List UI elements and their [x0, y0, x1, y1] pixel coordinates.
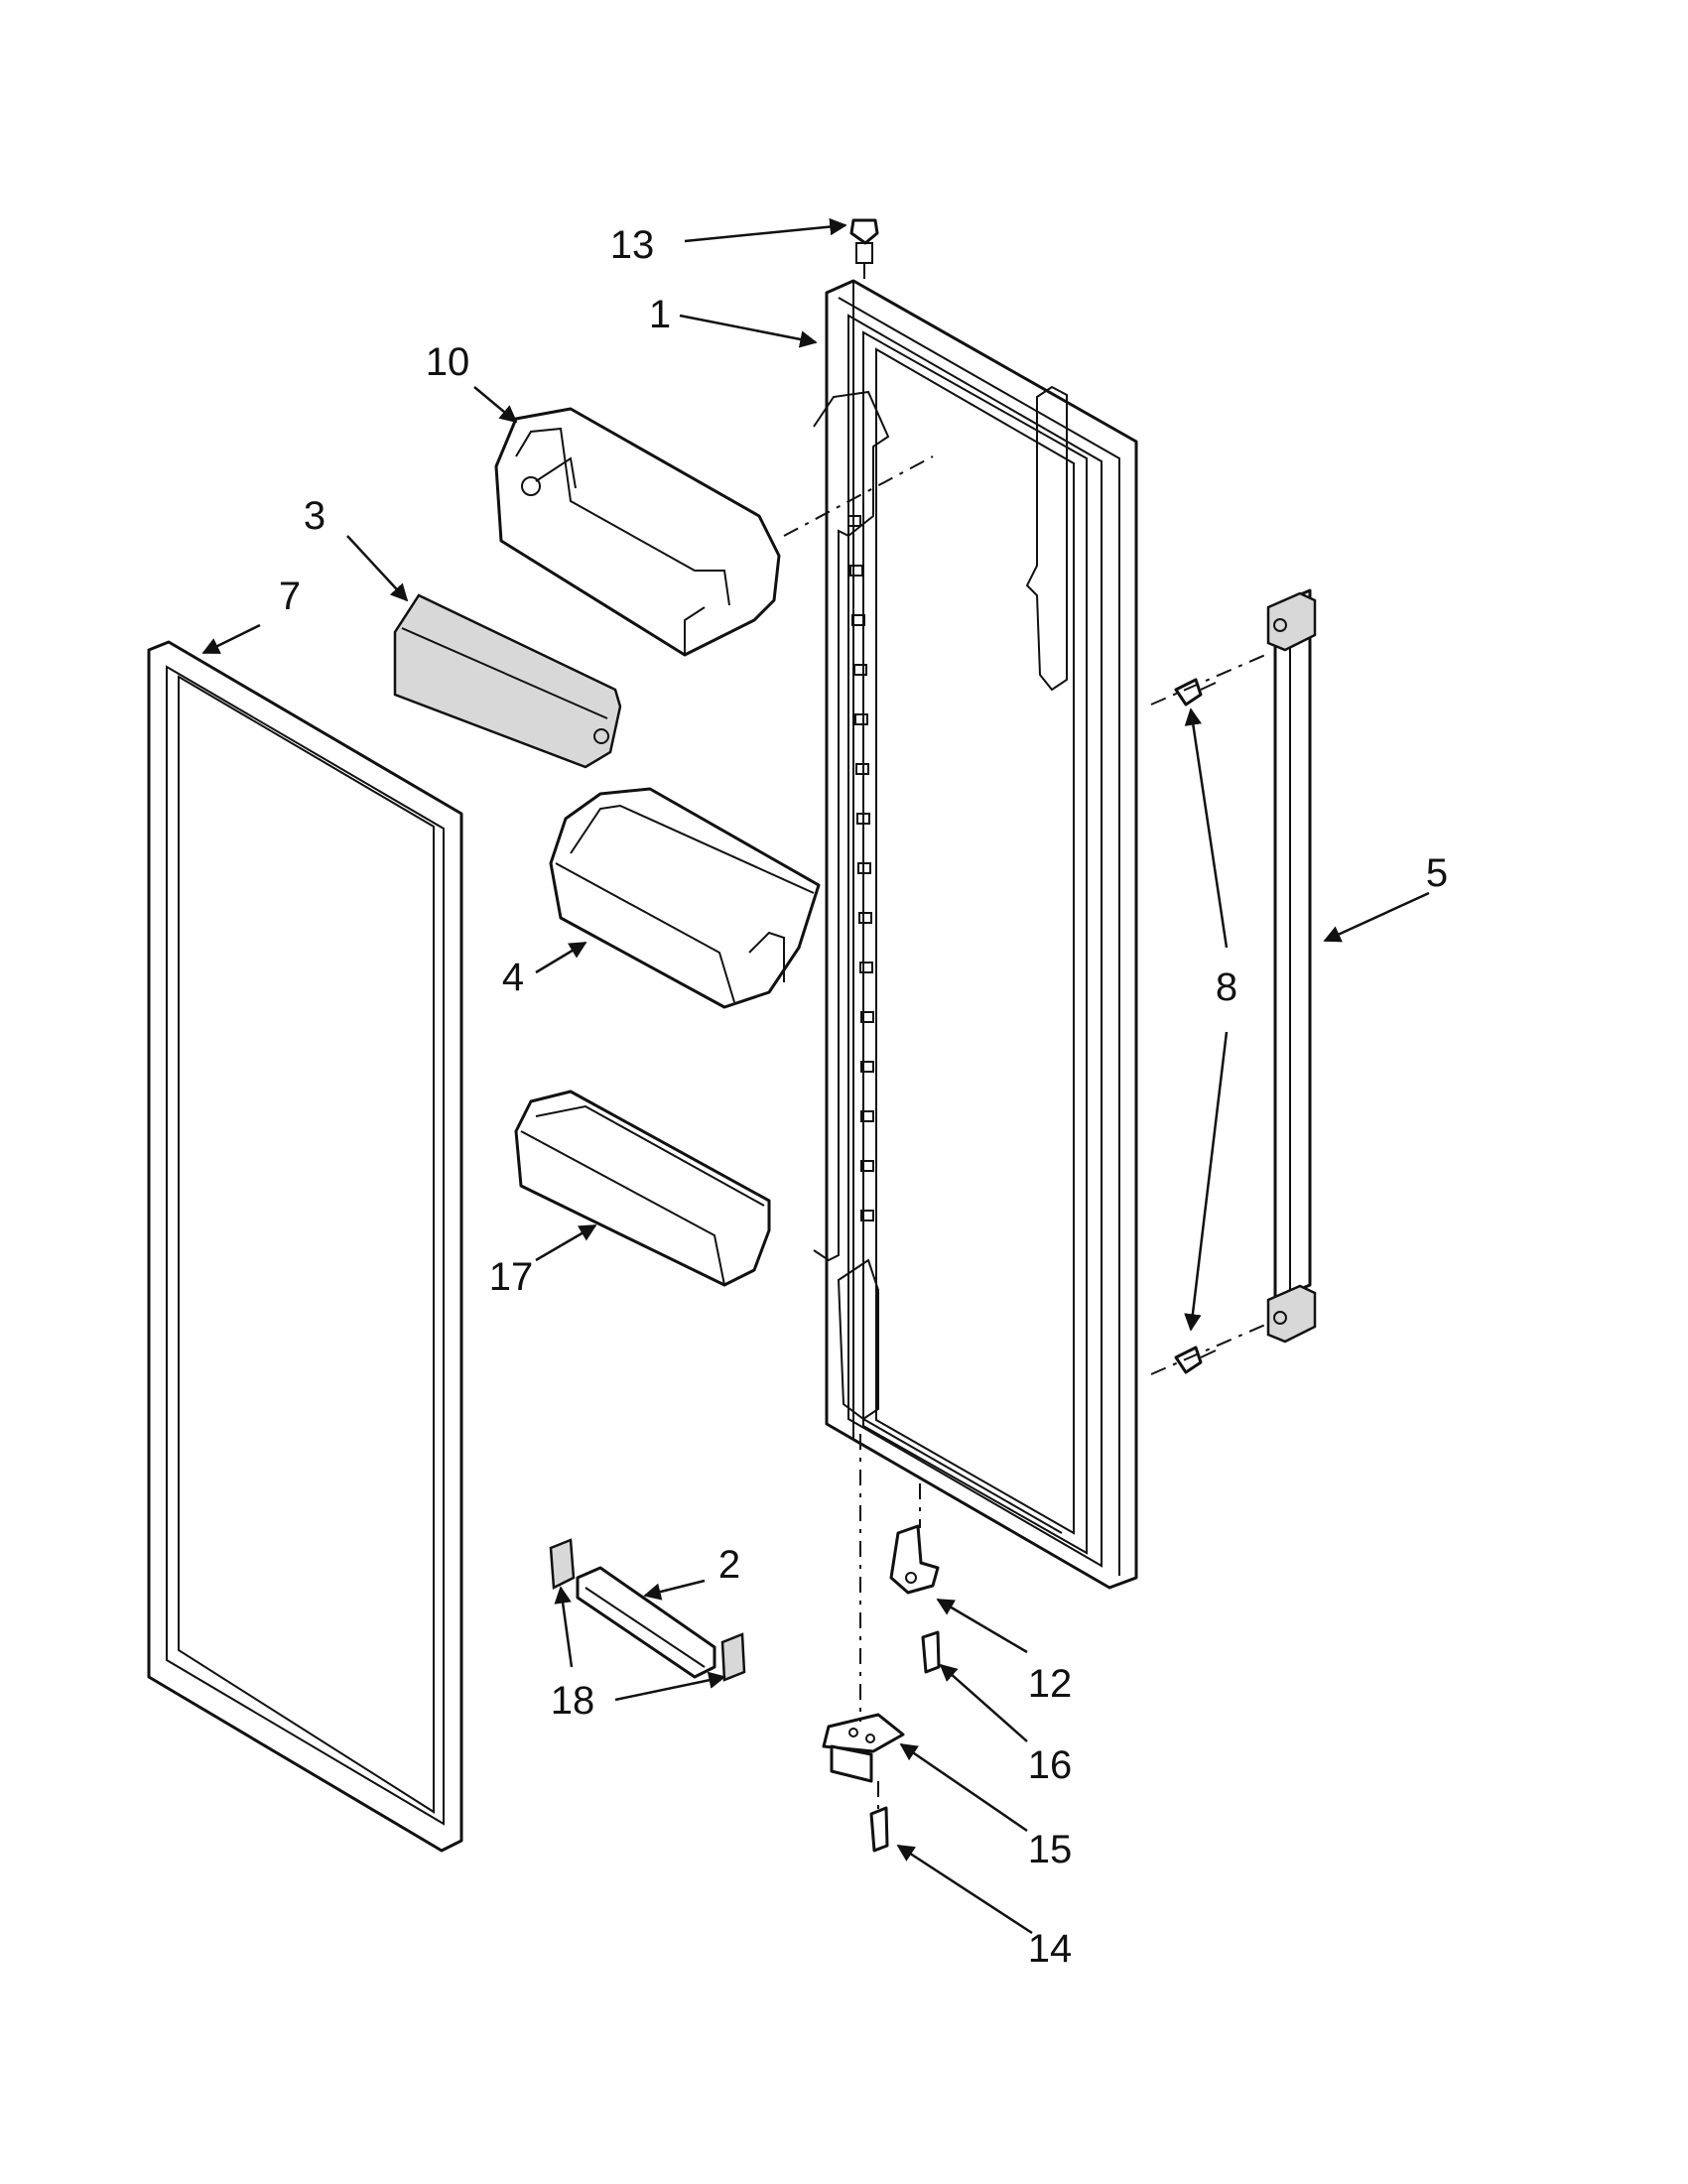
- door-trim: [393, 593, 622, 769]
- bottom-trim: [576, 1566, 716, 1679]
- callout-17: 17: [489, 1255, 534, 1299]
- callout-5: 5: [1426, 851, 1448, 895]
- lower-bin: [514, 1090, 771, 1287]
- callout-12: 12: [1028, 1662, 1073, 1706]
- door-shelf-slots: [847, 515, 874, 1221]
- callout-1: 1: [649, 293, 671, 336]
- hinge-screw-16: [921, 1630, 941, 1674]
- callout-16: 16: [1028, 1743, 1073, 1787]
- screw-line-bottom: [1150, 1324, 1266, 1375]
- callout-8: 8: [1216, 965, 1237, 1009]
- door-bin: [549, 787, 821, 1009]
- handle-screws: [1174, 678, 1217, 1374]
- callout-2: 2: [718, 1543, 740, 1587]
- callout-14: 14: [1028, 1927, 1073, 1971]
- callout-18: 18: [551, 1679, 595, 1723]
- screw-line-top: [1150, 654, 1266, 706]
- lower-hinge-pin: [889, 1524, 940, 1595]
- callout-10: 10: [426, 340, 470, 384]
- door-gasket: [147, 640, 463, 1853]
- door-assembly: [813, 279, 1138, 1590]
- leader-lines: [201, 217, 1430, 1935]
- top-hinge-plug: [849, 218, 879, 264]
- door-handle: [1266, 588, 1317, 1344]
- lower-hinge-bracket: [822, 1713, 905, 1783]
- bin-mount-line: [783, 455, 934, 537]
- callout-15: 15: [1028, 1828, 1073, 1871]
- hinge-screw-14: [869, 1806, 889, 1853]
- callout-4: 4: [502, 956, 524, 999]
- callout-13: 13: [610, 223, 655, 267]
- trim-clips: [549, 1538, 746, 1682]
- upper-bin: [494, 407, 781, 657]
- callout-7: 7: [279, 575, 301, 618]
- callout-3: 3: [304, 494, 325, 538]
